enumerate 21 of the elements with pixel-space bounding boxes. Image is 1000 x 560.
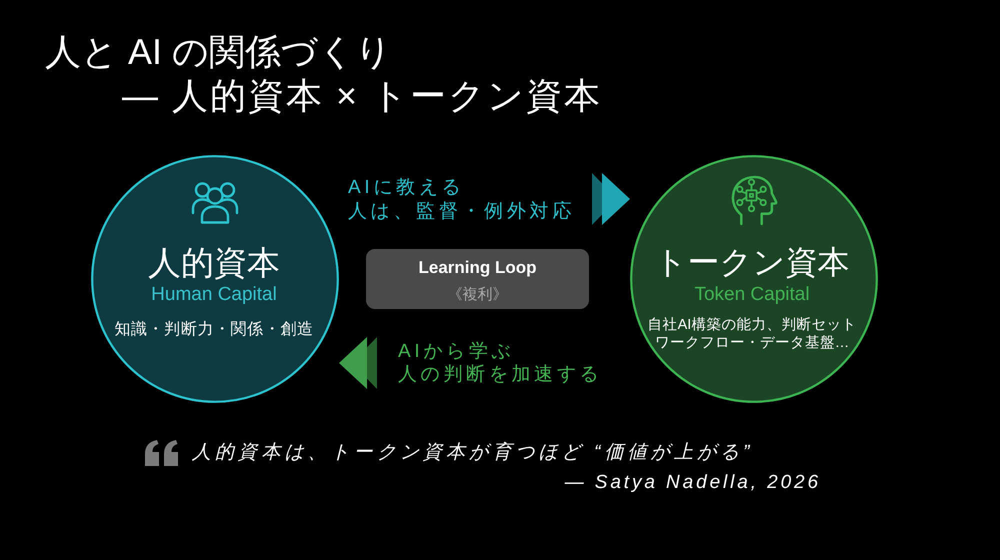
rounded-box bbox=[366, 249, 589, 309]
arrow-caption: AIから学ぶ bbox=[398, 340, 514, 364]
quote-text: 人的資本は、トークン資本が育つほど “価値が上がる” bbox=[192, 442, 754, 464]
heading: 人的資本 bbox=[148, 243, 280, 283]
subtitle: — 人的資本 × トークン資本 bbox=[122, 74, 602, 118]
arrow-caption: 人の判断を加速する bbox=[398, 364, 602, 386]
heading: トークン資本 bbox=[654, 242, 850, 282]
double-chevron-arrow bbox=[592, 173, 630, 225]
arrow-caption: AIに教える bbox=[348, 176, 464, 200]
concept-circle bbox=[630, 155, 878, 403]
title: 人と AI の関係づくり bbox=[45, 30, 392, 74]
arrow-caption: 人は、監督・例外対応 bbox=[348, 200, 575, 224]
subheading: Token Capital bbox=[694, 284, 810, 306]
heading: Learning Loop bbox=[418, 258, 537, 278]
concept-circle bbox=[91, 155, 339, 403]
subheading: 《複利》 bbox=[448, 286, 508, 304]
description: 自社AI構築の能力、判断セットワークフロー・データ基盤… bbox=[646, 316, 858, 352]
description: 知識・判断力・関係・創造 bbox=[114, 320, 314, 340]
double-chevron-arrow bbox=[339, 337, 377, 389]
quote-attribution: — Satya Nadella, 2026 bbox=[564, 472, 821, 494]
subheading: Human Capital bbox=[151, 284, 277, 306]
